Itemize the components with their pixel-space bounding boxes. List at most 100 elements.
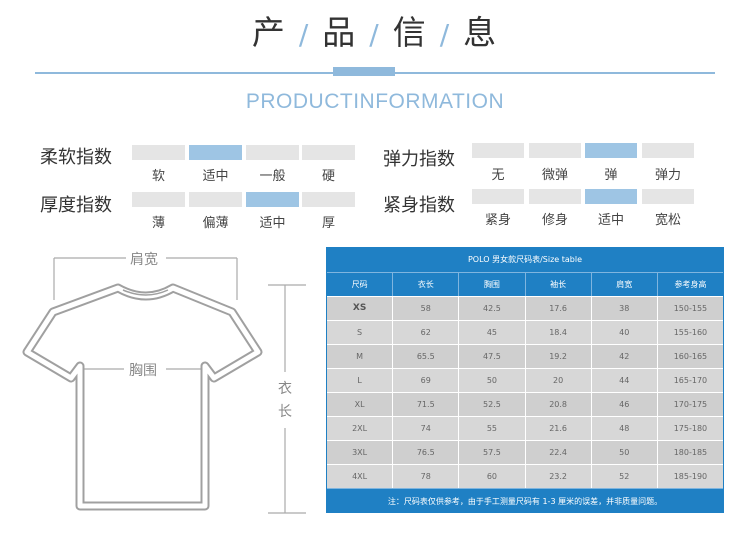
title-separator: / (369, 18, 381, 51)
length-label-char-1: 衣 (278, 381, 292, 397)
table-cell: 74 (393, 416, 460, 440)
size-table-header-row: 尺码 衣长 胸围 袖长 肩宽 参考身高 (327, 272, 724, 296)
tshirt-outline-icon (22, 283, 263, 511)
elasticity-index-label: 弹力指数 (383, 149, 455, 170)
table-cell: 150-155 (657, 296, 724, 320)
title-char-1: 产 (251, 13, 287, 52)
table-cell: 62 (393, 320, 460, 344)
thickness-option: 薄 (151, 216, 165, 231)
table-cell: 55 (459, 416, 526, 440)
thickness-bar-4 (302, 192, 355, 207)
elasticity-option: 弹力 (654, 168, 681, 183)
tshirt-measurement-diagram (22, 257, 306, 514)
fit-bar-4 (642, 189, 694, 204)
table-cell: 170-175 (657, 392, 724, 416)
table-cell: 45 (459, 320, 526, 344)
chest-width-label: 胸围 (129, 363, 157, 379)
elasticity-bar-2 (529, 143, 581, 158)
table-cell: 20 (525, 368, 592, 392)
elasticity-option: 弹 (604, 168, 618, 183)
table-cell: 48 (591, 416, 658, 440)
size-cell: M (327, 344, 394, 368)
table-cell: 23.2 (525, 464, 592, 488)
header-cell: 袖长 (525, 272, 592, 296)
table-cell: 175-180 (657, 416, 724, 440)
header-cell: 衣长 (393, 272, 460, 296)
thickness-bar-1 (132, 192, 185, 207)
size-cell: 4XL (327, 464, 394, 488)
header-cell: 参考身高 (657, 272, 724, 296)
table-cell: 60 (459, 464, 526, 488)
table-cell: 52 (591, 464, 658, 488)
softness-option: 适中 (202, 169, 229, 184)
fit-bar-2 (529, 189, 581, 204)
fit-option: 修身 (541, 213, 568, 228)
table-cell: 69 (393, 368, 460, 392)
title-separator: / (298, 18, 311, 51)
table-cell: 52.5 (459, 392, 526, 416)
softness-index-label: 柔软指数 (40, 147, 112, 168)
thickness-bar-2 (189, 192, 242, 207)
table-cell: 50 (459, 368, 526, 392)
table-cell: 46 (591, 392, 658, 416)
table-cell: 20.8 (525, 392, 592, 416)
table-cell: 22.4 (525, 440, 592, 464)
fit-option: 宽松 (654, 213, 681, 228)
table-cell: 42.5 (459, 296, 526, 320)
softness-bar-1 (132, 145, 185, 160)
table-cell: 165-170 (657, 368, 724, 392)
table-cell: 50 (591, 440, 658, 464)
table-cell: 17.6 (525, 296, 592, 320)
header-cell: 肩宽 (591, 272, 658, 296)
thickness-bar-3 (246, 192, 299, 207)
table-cell: 47.5 (459, 344, 526, 368)
fit-option: 适中 (597, 213, 624, 228)
table-cell: 185-190 (657, 464, 724, 488)
table-cell: 38 (591, 296, 658, 320)
table-cell: 71.5 (393, 392, 460, 416)
length-label-char-2: 长 (278, 404, 292, 420)
thickness-option: 偏薄 (202, 216, 229, 231)
softness-bar-4 (302, 145, 355, 160)
table-cell: 180-185 (657, 440, 724, 464)
table-cell: 21.6 (525, 416, 592, 440)
table-cell: 40 (591, 320, 658, 344)
elasticity-bar-1 (472, 143, 524, 158)
shoulder-width-bracket (53, 257, 238, 300)
table-cell: 160-165 (657, 344, 724, 368)
fit-index-label: 紧身指数 (383, 195, 455, 216)
size-table-note: 注：尺码表仅供参考，由于手工测量尺码有 1-3 厘米的误差，并非质量问题。 (327, 488, 723, 514)
size-table: POLO 男女款尺码表/Size table 尺码 衣长 胸围 袖长 肩宽 参考… (326, 247, 724, 513)
table-cell: 65.5 (393, 344, 460, 368)
size-cell: 3XL (327, 440, 394, 464)
title-char-2: 品 (322, 13, 358, 52)
table-cell: 78 (393, 464, 460, 488)
softness-option: 一般 (259, 169, 286, 184)
header-cell: 尺码 (327, 272, 394, 296)
title-char-4: 息 (463, 13, 499, 52)
page-title: 产/品/信/息 (0, 6, 750, 54)
table-cell: 18.4 (525, 320, 592, 344)
table-cell: 42 (591, 344, 658, 368)
table-cell: 76.5 (393, 440, 460, 464)
elasticity-option: 微弹 (541, 168, 568, 183)
tshirt-collar-icon (122, 289, 169, 296)
header-cell: 胸围 (459, 272, 526, 296)
thickness-option: 适中 (259, 216, 286, 231)
table-cell: 19.2 (525, 344, 592, 368)
header-divider-accent (333, 67, 395, 76)
title-separator: / (439, 18, 452, 51)
softness-option: 硬 (321, 169, 335, 184)
softness-option: 软 (151, 169, 165, 184)
size-cell: XS (327, 296, 394, 320)
elasticity-bar-4 (642, 143, 694, 158)
size-table-title: POLO 男女款尺码表/Size table (467, 255, 583, 264)
fit-option: 紧身 (484, 213, 511, 228)
size-cell: S (327, 320, 394, 344)
